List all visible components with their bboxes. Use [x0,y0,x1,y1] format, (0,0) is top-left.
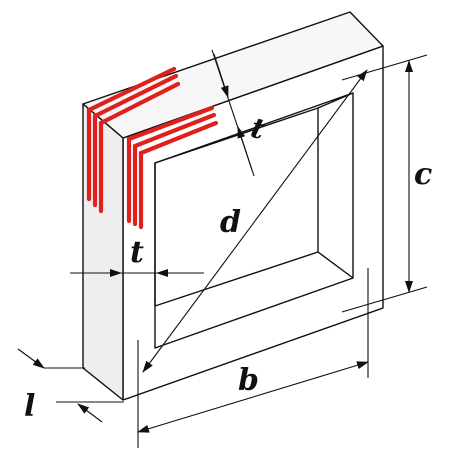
l-arrow-upper [17,348,45,369]
d-label: d [220,205,241,240]
t-top-arrow-lower [237,126,253,171]
dimension-l: l [17,348,124,424]
dimension-d: d [142,69,368,373]
l-label: l [24,389,35,424]
dimension-c: c [341,54,432,313]
dimension-t-side: t [70,235,204,277]
b-dimension-line [137,361,369,433]
l-arrow-lower [77,403,103,423]
d-dimension-line [142,69,368,373]
t-top-arrow-upper [213,53,229,98]
c-label: c [414,157,432,192]
c-extension-top [341,54,428,81]
dimension-b: b [137,268,369,448]
b-label: b [238,363,259,398]
t-side-label: t [130,235,144,270]
